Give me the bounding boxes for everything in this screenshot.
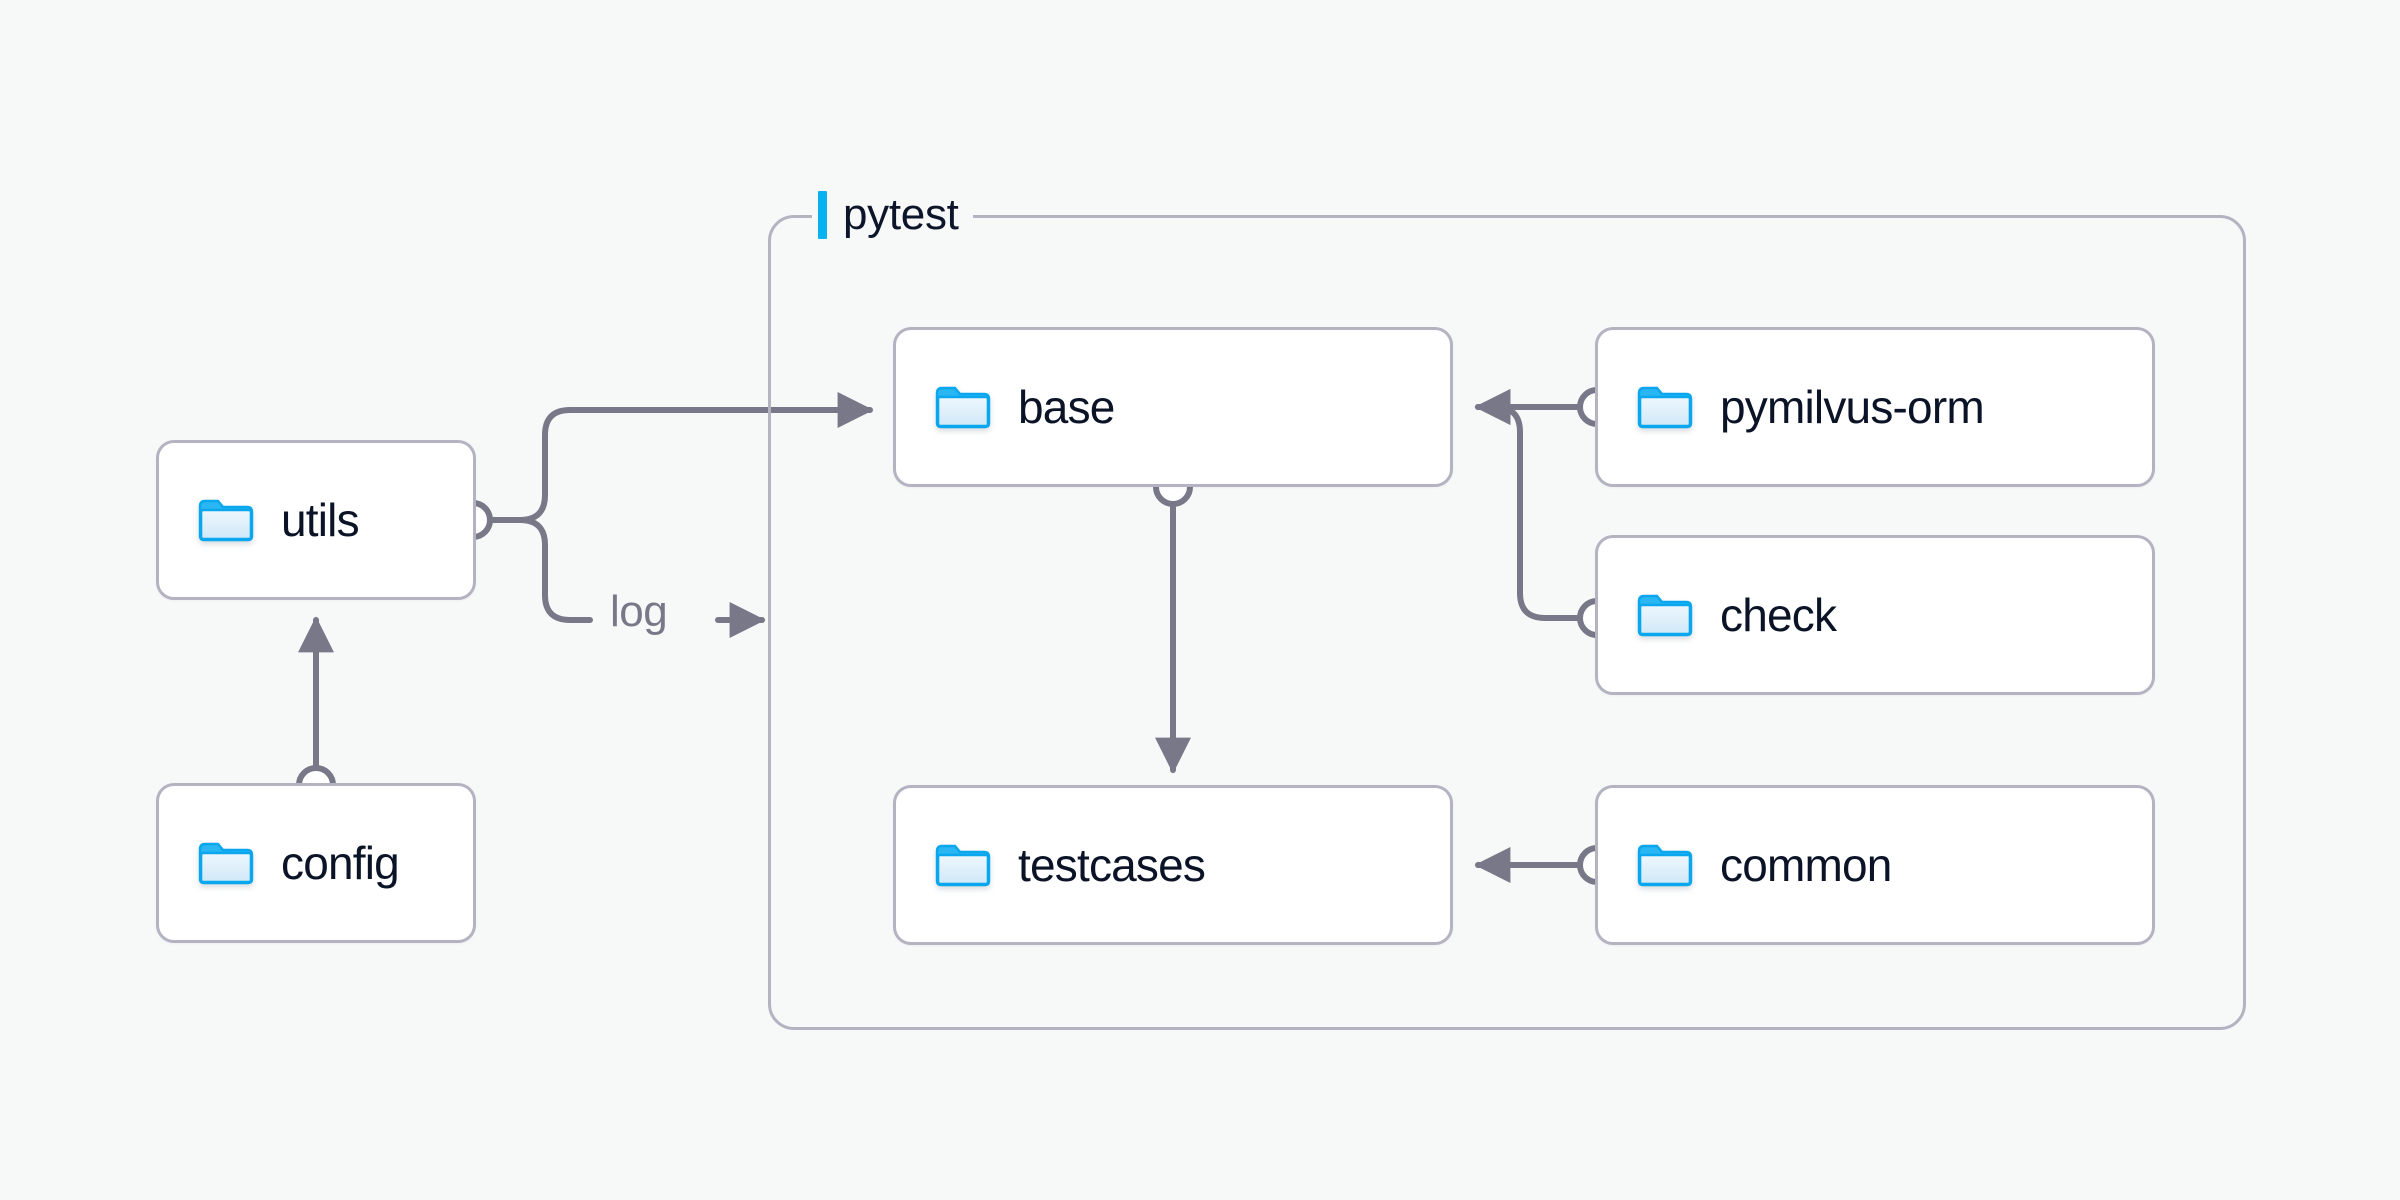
folder-icon — [198, 842, 254, 885]
node-check[interactable]: check — [1595, 535, 2155, 695]
node-common[interactable]: common — [1595, 785, 2155, 945]
node-config[interactable]: config — [156, 783, 476, 943]
group-pytest[interactable] — [768, 215, 2246, 1030]
node-label: config — [281, 837, 400, 889]
node-label: pymilvus-orm — [1720, 381, 1985, 433]
group-accent-bar — [818, 191, 827, 239]
node-pymilvus-orm[interactable]: pymilvus-orm — [1595, 327, 2155, 487]
node-label: testcases — [1018, 839, 1206, 891]
node-label: base — [1018, 381, 1115, 433]
node-label: check — [1720, 589, 1837, 641]
edge-utils-to-log — [487, 517, 593, 623]
node-testcases[interactable]: testcases — [893, 785, 1453, 945]
node-base[interactable]: base — [893, 327, 1453, 487]
node-utils[interactable]: utils — [156, 440, 476, 600]
edge-label-log: log — [600, 590, 678, 634]
folder-icon — [1637, 594, 1693, 637]
folder-icon — [935, 844, 991, 887]
group-title: pytest — [843, 190, 959, 239]
folder-icon — [1637, 844, 1693, 887]
node-label: common — [1720, 839, 1892, 891]
group-pytest-label: pytest — [812, 185, 973, 245]
folder-icon — [935, 386, 991, 429]
node-label: utils — [281, 494, 360, 546]
folder-icon — [198, 499, 254, 542]
folder-icon — [1637, 386, 1693, 429]
